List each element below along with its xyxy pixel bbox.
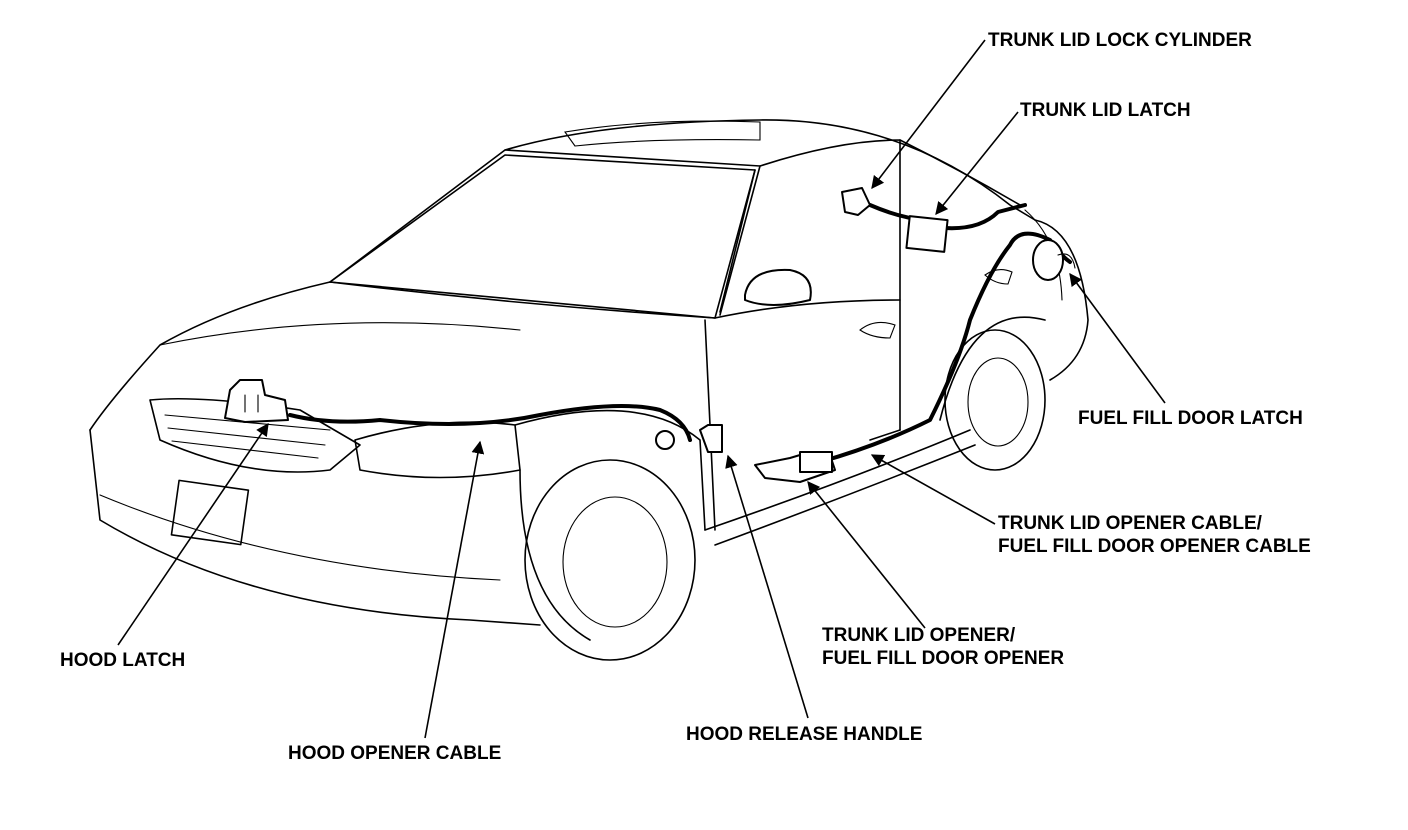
trunk-lid-latch-part: [905, 215, 949, 253]
leader-trunk-opener: [807, 481, 926, 629]
label-hood-opener-cable: HOOD OPENER CABLE: [288, 743, 501, 764]
leader-trunk-opener-cable: [870, 454, 996, 525]
leader-lines: [117, 39, 1166, 739]
parts: [224, 187, 1076, 483]
leader-trunk-lock-cylinder: [871, 39, 986, 190]
hood-release-handle-part: [699, 424, 723, 453]
leader-trunk-lid-latch: [935, 111, 1019, 215]
trunk-lock-cylinder-part: [841, 187, 871, 216]
cables: [288, 203, 1072, 464]
trunk-cable-path: [818, 231, 1072, 464]
hood-opener-cable-path: [288, 404, 692, 442]
leader-fuel-fill-door-latch: [1069, 272, 1166, 404]
label-hood-latch: HOOD LATCH: [60, 650, 185, 671]
leader-hood-latch: [117, 422, 269, 646]
fuel-fill-door-latch-part: [1032, 239, 1064, 281]
leader-hood-opener-cable: [424, 440, 485, 739]
label-trunk-lid-opener-1: TRUNK LID OPENER/: [822, 625, 1016, 646]
label-trunk-lid-latch: TRUNK LID LATCH: [1020, 100, 1191, 121]
label-trunk-lid-opener-cable-1: TRUNK LID OPENER CABLE/: [998, 513, 1263, 534]
label-trunk-lid-lock-cylinder: TRUNK LID LOCK CYLINDER: [988, 30, 1252, 51]
label-hood-release-handle: HOOD RELEASE HANDLE: [686, 724, 922, 745]
label-trunk-lid-opener-2: FUEL FILL DOOR OPENER: [822, 648, 1064, 669]
leader-hood-release-handle: [725, 454, 809, 719]
hood-latch-part: [224, 379, 289, 423]
label-trunk-lid-opener-cable-2: FUEL FILL DOOR OPENER CABLE: [998, 536, 1311, 557]
label-fuel-fill-door-latch: FUEL FILL DOOR LATCH: [1078, 408, 1303, 429]
labels: TRUNK LID LOCK CYLINDER TRUNK LID LATCH …: [60, 30, 1311, 764]
